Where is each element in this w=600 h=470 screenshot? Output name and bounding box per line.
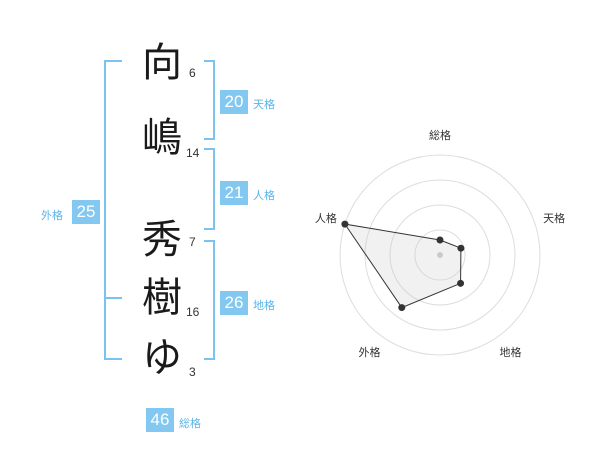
jinkaku-bracket-vertical bbox=[213, 148, 215, 230]
gaikaku-bracket-bottom bbox=[104, 358, 122, 360]
radar-axis-label: 総格 bbox=[429, 128, 451, 142]
tenkaku-bracket-vertical bbox=[213, 60, 215, 140]
gaikaku-value-badge: 25 bbox=[72, 200, 100, 224]
radar-axis-label: 人格 bbox=[315, 211, 337, 225]
soukaku-value-badge: 46 bbox=[146, 408, 174, 432]
radar-grid-ring bbox=[364, 179, 516, 331]
radar-grid-ring bbox=[414, 229, 466, 281]
name-char-4: 樹 bbox=[142, 275, 182, 321]
radar-axis-label: 天格 bbox=[543, 211, 565, 225]
radar-point-5 bbox=[341, 220, 349, 228]
radar-axis-label: 外格 bbox=[358, 345, 380, 359]
stroke-count-5: 3 bbox=[189, 365, 196, 379]
radar-point-1 bbox=[436, 236, 444, 244]
radar-center-dot bbox=[437, 252, 443, 258]
stroke-count-1: 6 bbox=[189, 66, 196, 80]
jinkaku-value-badge: 21 bbox=[220, 181, 248, 205]
chikaku-bracket-bottom bbox=[204, 358, 215, 360]
chikaku-bracket-vertical bbox=[213, 240, 215, 360]
gaikaku-bracket-mid bbox=[104, 297, 122, 299]
jinkaku-bracket-bottom bbox=[204, 228, 215, 230]
radar-series-polygon bbox=[343, 223, 462, 309]
radar-grid-ring bbox=[339, 154, 541, 356]
gaikaku-bracket-vertical bbox=[104, 60, 106, 360]
name-char-3: 秀 bbox=[142, 217, 182, 263]
name-char-1: 向 bbox=[142, 40, 182, 86]
radar-point-3 bbox=[457, 279, 465, 287]
radar-axis-label: 地格 bbox=[500, 345, 522, 359]
tenkaku-value-badge: 20 bbox=[220, 90, 248, 114]
tenkaku-bracket-bottom bbox=[204, 138, 215, 140]
name-char-2: 嶋 bbox=[142, 115, 182, 161]
tenkaku-label: 天格 bbox=[253, 98, 275, 111]
jinkaku-bracket-top bbox=[204, 148, 215, 150]
name-char-5: ゆ bbox=[142, 335, 182, 381]
chikaku-bracket-top bbox=[204, 240, 215, 242]
radar-series bbox=[341, 220, 465, 312]
radar-grid-ring bbox=[389, 204, 491, 306]
gaikaku-bracket-top bbox=[104, 60, 122, 62]
stroke-count-3: 7 bbox=[189, 235, 196, 249]
radar-point-4 bbox=[398, 304, 406, 312]
gaikaku-label: 外格 bbox=[41, 209, 63, 222]
radar-point-2 bbox=[457, 244, 465, 252]
chikaku-value-badge: 26 bbox=[220, 291, 248, 315]
stroke-count-4: 16 bbox=[186, 305, 200, 319]
radar-grid bbox=[339, 154, 541, 356]
soukaku-label: 総格 bbox=[179, 417, 201, 430]
chikaku-label: 地格 bbox=[253, 299, 275, 312]
jinkaku-label: 人格 bbox=[253, 189, 275, 202]
stroke-count-2: 14 bbox=[186, 146, 200, 160]
tenkaku-bracket-top bbox=[204, 60, 215, 62]
